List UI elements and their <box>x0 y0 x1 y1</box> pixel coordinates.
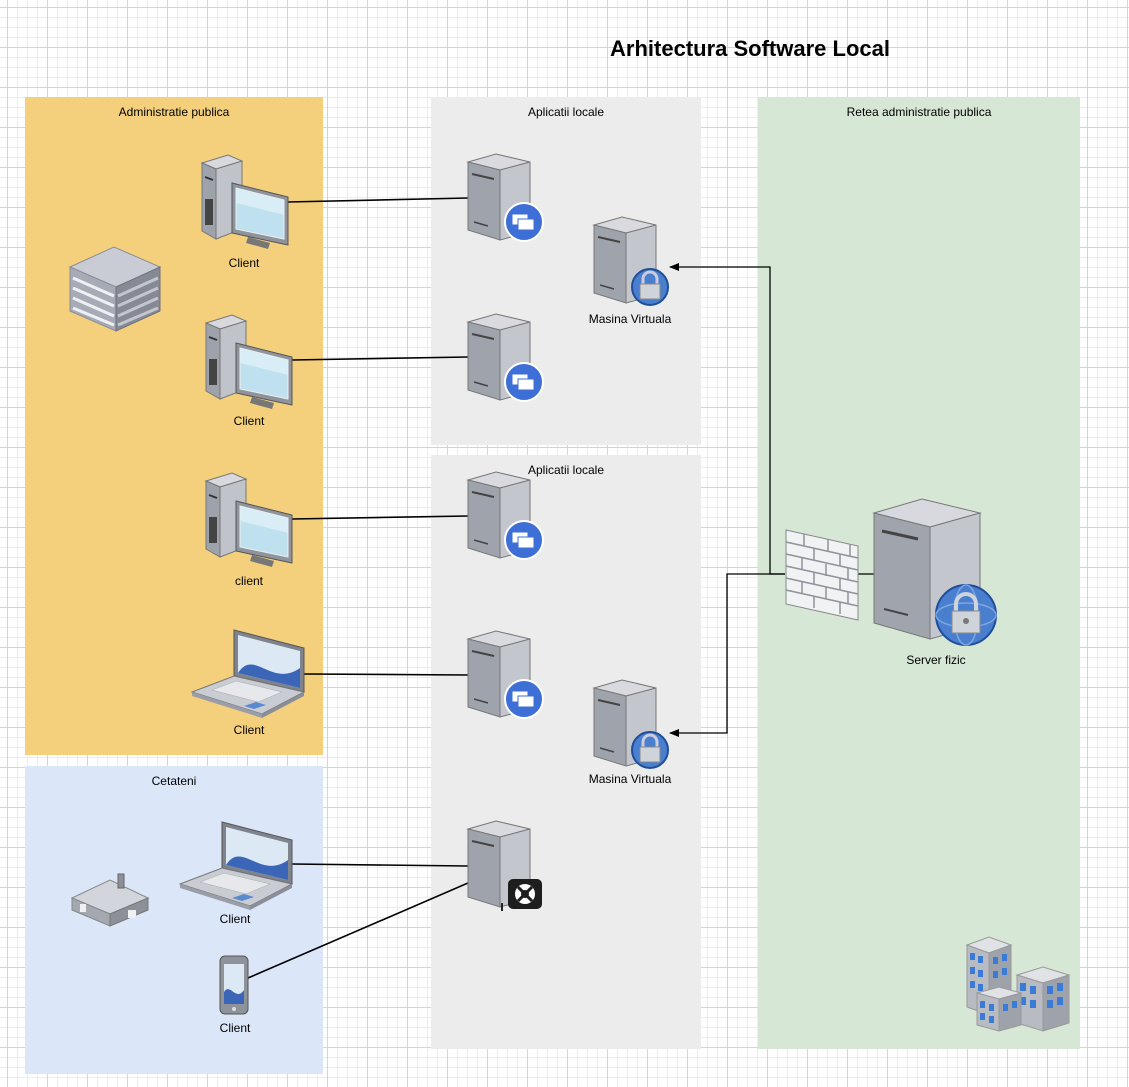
client-label: client <box>234 574 264 588</box>
desktop-icon[interactable] <box>202 313 294 409</box>
link-client5-app5 <box>291 863 469 867</box>
zone-title-citizens: Cetateni <box>151 774 197 788</box>
link-client6-app5 <box>247 882 469 979</box>
app-server-icon[interactable] <box>466 312 546 404</box>
support-server-icon[interactable] <box>466 819 546 913</box>
server-label: Server fizic <box>906 653 966 667</box>
zone-title-apps-bottom: Aplicatii locale <box>527 463 605 477</box>
link-client4-app4 <box>303 673 469 676</box>
house-icon <box>68 872 152 928</box>
arrow-firewall-vm-bottom <box>669 573 785 737</box>
zone-title-admin: Administratie publica <box>118 105 230 119</box>
firewall-icon[interactable] <box>784 526 862 622</box>
client-label: Client <box>233 414 265 428</box>
client-label: Client <box>228 256 260 270</box>
desktop-icon[interactable] <box>198 153 290 249</box>
physical-server-icon[interactable] <box>872 497 1002 647</box>
building-icon <box>68 245 162 333</box>
app-server-icon[interactable] <box>466 152 546 244</box>
desktop-icon[interactable] <box>202 471 294 567</box>
link-client2-app2 <box>291 356 469 361</box>
vm-server-icon[interactable] <box>592 215 672 307</box>
app-server-icon[interactable] <box>466 470 546 562</box>
client-label: Client <box>219 912 251 926</box>
office-buildings-icon <box>965 935 1073 1033</box>
phone-icon[interactable] <box>218 954 252 1016</box>
zone-title-network: Retea administratie publica <box>846 105 992 119</box>
client-label: Client <box>219 1021 251 1035</box>
zone-cetateni: Cetateni <box>25 766 323 1074</box>
vm-server-icon[interactable] <box>592 678 672 770</box>
link-client1-app1 <box>286 197 469 203</box>
link-client3-app3 <box>291 515 469 520</box>
laptop-icon[interactable] <box>190 628 308 718</box>
diagram-title: Arhitectura Software Local <box>610 36 890 61</box>
vm-label: Masina Virtuala <box>588 772 672 786</box>
arrow-firewall-vm-top <box>669 263 785 575</box>
client-label: Client <box>233 723 265 737</box>
app-server-icon[interactable] <box>466 629 546 721</box>
vm-label: Masina Virtuala <box>588 312 672 326</box>
laptop-icon[interactable] <box>178 820 296 910</box>
zone-title-apps-top: Aplicatii locale <box>527 105 605 119</box>
